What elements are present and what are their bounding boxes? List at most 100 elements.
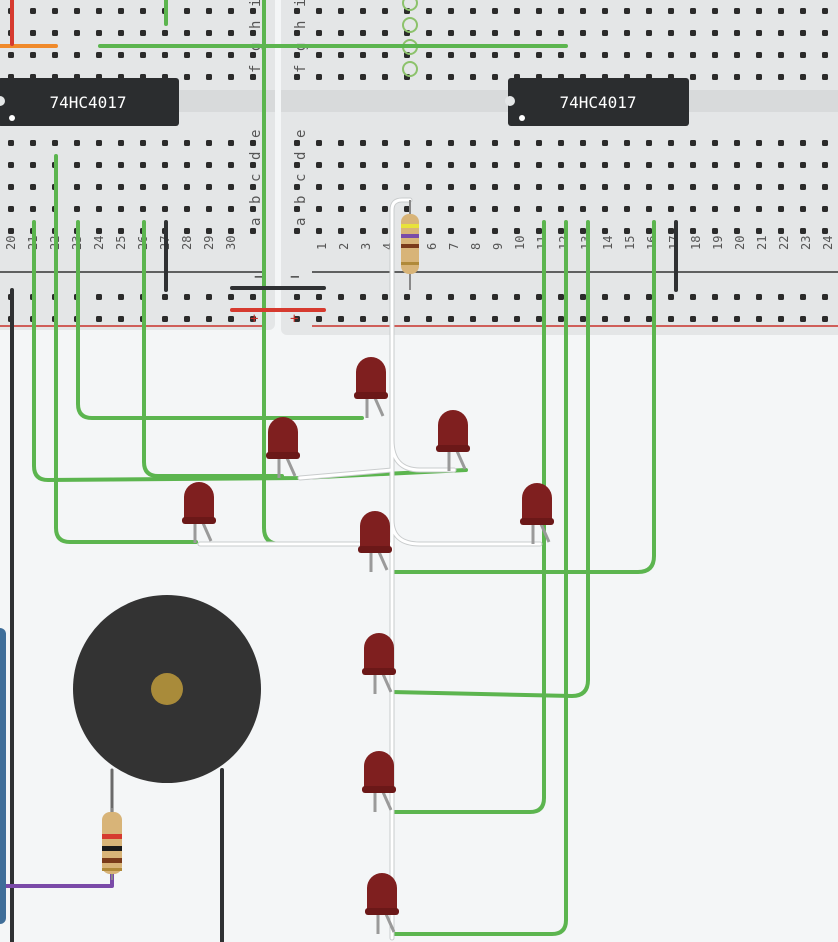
led-leg bbox=[447, 450, 467, 471]
hole-grid-top bbox=[290, 0, 838, 80]
rail-minus-label: − bbox=[254, 267, 264, 286]
led-body bbox=[364, 633, 394, 670]
chip-label: 74HC4017 bbox=[49, 93, 126, 112]
led[interactable] bbox=[362, 751, 396, 812]
led[interactable] bbox=[436, 410, 470, 471]
led-body bbox=[356, 357, 386, 394]
ic-chip-right[interactable]: 74HC4017 bbox=[505, 78, 689, 126]
wires[interactable] bbox=[0, 0, 678, 942]
led-leg bbox=[531, 523, 551, 544]
led[interactable] bbox=[354, 357, 388, 418]
rail-minus-label: − bbox=[290, 267, 300, 286]
resistor-bottom[interactable] bbox=[102, 808, 122, 880]
led-leg bbox=[365, 397, 385, 418]
led[interactable] bbox=[358, 511, 392, 572]
led-leg bbox=[369, 551, 389, 572]
row-letter: e bbox=[293, 130, 309, 138]
power-rail-holes bbox=[0, 278, 270, 322]
row-letter: d bbox=[293, 152, 309, 160]
wire-green-4 bbox=[54, 154, 198, 544]
led-body bbox=[367, 873, 397, 910]
column-number: 10 bbox=[513, 236, 527, 250]
led-rim bbox=[182, 517, 216, 524]
led-leg bbox=[193, 522, 213, 543]
column-number: 20 bbox=[733, 236, 747, 250]
led-leg bbox=[373, 673, 393, 694]
led-leg bbox=[277, 457, 297, 478]
led-group[interactable] bbox=[182, 357, 554, 934]
column-number: 3 bbox=[359, 243, 373, 250]
led[interactable] bbox=[182, 482, 216, 543]
hole-grid-top bbox=[0, 0, 270, 80]
led-rim bbox=[362, 786, 396, 793]
column-number: 2 bbox=[337, 243, 351, 250]
led-body bbox=[438, 410, 468, 447]
row-letter: d bbox=[248, 152, 264, 160]
led-rim bbox=[358, 546, 392, 553]
wire-green-7 bbox=[390, 220, 546, 814]
row-letter: e bbox=[248, 130, 264, 138]
hole-grid-bottom bbox=[0, 124, 270, 236]
column-number: 7 bbox=[447, 243, 461, 250]
chip-label: 74HC4017 bbox=[559, 93, 636, 112]
pin1-marker bbox=[519, 115, 525, 121]
column-number: 14 bbox=[601, 236, 615, 250]
row-letter: a bbox=[293, 218, 309, 226]
column-number: 9 bbox=[491, 243, 505, 250]
column-number: 4 bbox=[381, 243, 395, 250]
row-letter: c bbox=[248, 174, 264, 182]
led-body bbox=[522, 483, 552, 520]
resistor-top[interactable] bbox=[401, 200, 419, 290]
column-number: 19 bbox=[711, 236, 725, 250]
column-number: 23 bbox=[799, 236, 813, 250]
column-number: 24 bbox=[821, 236, 835, 250]
column-number: 22 bbox=[777, 236, 791, 250]
column-number: 1 bbox=[315, 243, 329, 250]
wire-green-8 bbox=[390, 220, 568, 936]
column-number: 30 bbox=[224, 236, 238, 250]
row-letter: f bbox=[293, 65, 309, 73]
wire-green-5 bbox=[390, 220, 656, 574]
row-letter: c bbox=[293, 174, 309, 182]
wire-green-6 bbox=[390, 220, 590, 698]
led-body bbox=[360, 511, 390, 548]
led-rim bbox=[266, 452, 300, 459]
column-number: 20 bbox=[4, 236, 18, 250]
row-letter: i bbox=[293, 0, 309, 7]
column-number: 29 bbox=[202, 236, 216, 250]
column-number: 18 bbox=[689, 236, 703, 250]
column-number: 28 bbox=[180, 236, 194, 250]
row-letter: h bbox=[293, 21, 309, 29]
wire-green-3 bbox=[32, 220, 468, 482]
wire-purple bbox=[0, 868, 114, 888]
rail-plus-label: + bbox=[250, 311, 258, 327]
row-letter: b bbox=[293, 196, 309, 204]
microcontroller-edge[interactable] bbox=[0, 628, 6, 924]
led-leg bbox=[373, 791, 393, 812]
hole-grid-bottom bbox=[290, 124, 838, 236]
row-letter: b bbox=[248, 196, 264, 204]
column-number: 15 bbox=[623, 236, 637, 250]
ic-chip-left[interactable]: 74HC4017 bbox=[0, 78, 179, 126]
row-letter: f bbox=[248, 65, 264, 73]
led[interactable] bbox=[266, 417, 300, 478]
column-number: 8 bbox=[469, 243, 483, 250]
buzzer-center bbox=[151, 673, 183, 705]
led-body bbox=[184, 482, 214, 519]
row-letter: a bbox=[248, 218, 264, 226]
led[interactable] bbox=[520, 483, 554, 544]
led[interactable] bbox=[365, 873, 399, 934]
led-body bbox=[364, 751, 394, 788]
row-letter: i bbox=[248, 0, 264, 7]
breadboard-right[interactable]: − + 123456789101112131415161718192021222… bbox=[281, 0, 838, 335]
led-rim bbox=[354, 392, 388, 399]
led[interactable] bbox=[362, 633, 396, 694]
led-rim bbox=[365, 908, 399, 915]
rail-plus-label: + bbox=[290, 311, 298, 327]
column-number: 21 bbox=[755, 236, 769, 250]
piezo-buzzer[interactable] bbox=[73, 595, 261, 783]
led-rim bbox=[436, 445, 470, 452]
